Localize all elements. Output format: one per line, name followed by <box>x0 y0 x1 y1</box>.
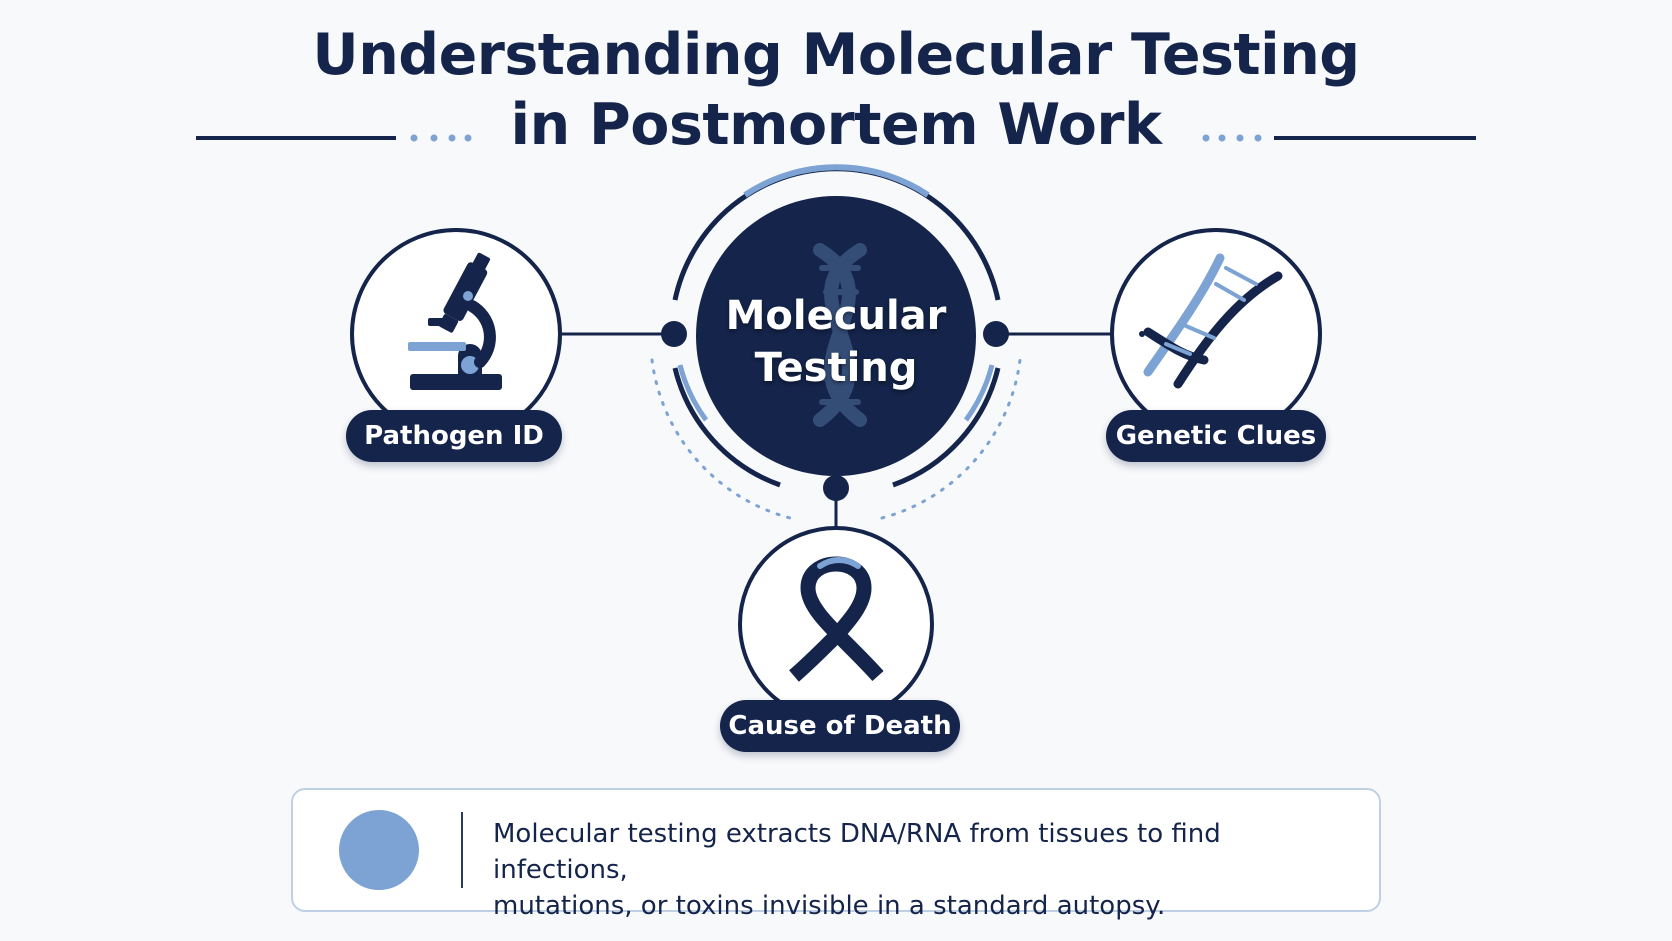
center-label-line-1: Molecular <box>725 293 947 339</box>
center-node <box>696 196 976 476</box>
title-line-2: in Postmortem Work <box>510 92 1162 158</box>
node-genetic <box>1110 228 1322 440</box>
info-text-line-1: Molecular testing extracts DNA/RNA from … <box>493 819 1221 885</box>
node-pathogen <box>350 228 562 440</box>
label-cause-of-death: Cause of Death <box>720 700 960 752</box>
info-box: Molecular testing extracts DNA/RNA from … <box>291 788 1381 921</box>
title-decoration-right <box>1202 134 1476 142</box>
dna-icon <box>813 243 867 427</box>
connector-right <box>983 321 1112 347</box>
connector-bottom <box>823 475 849 530</box>
ribbon-icon <box>789 556 884 682</box>
info-icon-background <box>339 810 419 890</box>
center-node-rings <box>650 164 1022 520</box>
title-decoration-left <box>196 134 472 142</box>
label-pathogen-id: Pathogen ID <box>346 410 562 462</box>
label-genetic-clues: Genetic Clues <box>1106 410 1326 462</box>
center-label: Molecular Testing <box>686 290 986 394</box>
page-title: Understanding Molecular Testing in Postm… <box>0 20 1672 160</box>
microscope-icon <box>408 252 502 390</box>
info-text: Molecular testing extracts DNA/RNA from … <box>493 816 1353 924</box>
title-line-1: Understanding Molecular Testing <box>312 22 1360 88</box>
node-cause-of-death <box>738 526 934 722</box>
connector-left <box>560 321 687 347</box>
center-label-line-2: Testing <box>754 345 918 391</box>
dna-icon <box>1139 253 1283 389</box>
info-text-line-2: mutations, or toxins invisible in a stan… <box>493 891 1166 921</box>
info-divider <box>461 812 463 888</box>
